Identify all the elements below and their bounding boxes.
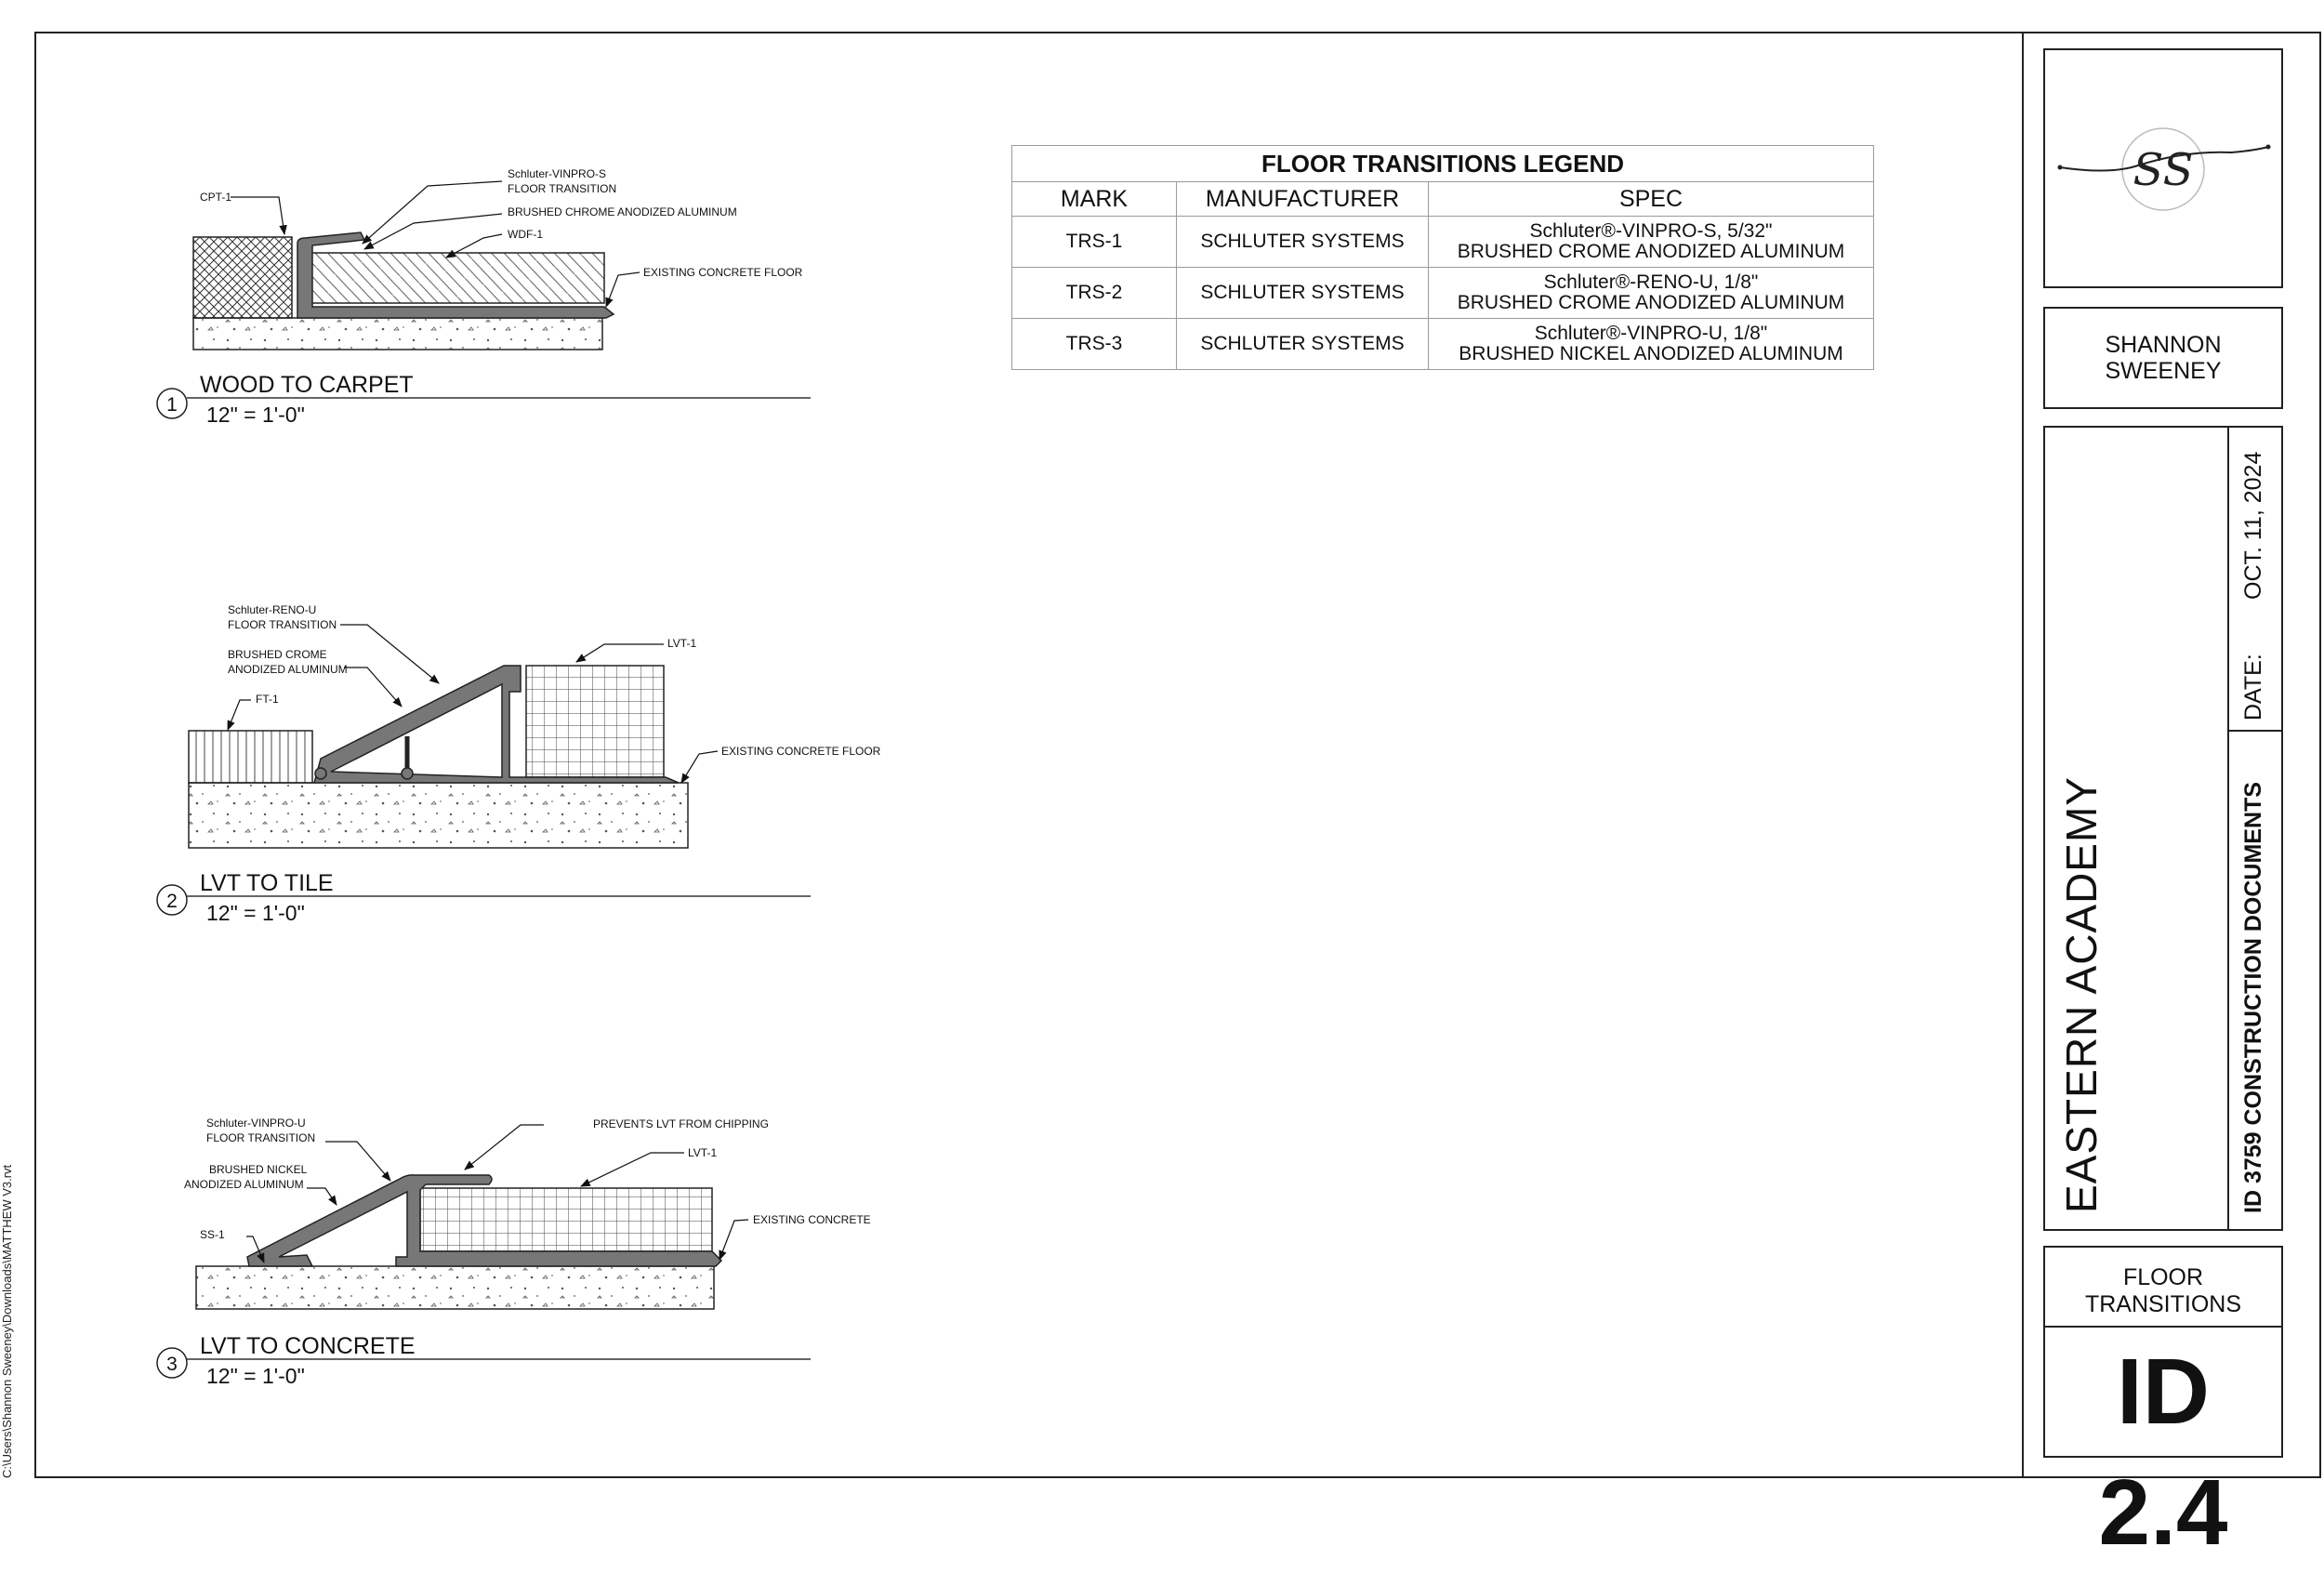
- legend-mark: TRS-2: [1011, 267, 1177, 319]
- note-brushed-crome-line1: BRUSHED CROME: [228, 648, 327, 661]
- title-block-divider: [2022, 32, 2024, 1478]
- note-existing-concrete-1: EXISTING CONCRETE FLOOR: [643, 266, 803, 279]
- detail-2-drawing: [188, 624, 719, 849]
- detail-3-title-block: [156, 1347, 811, 1379]
- detail-3-title: LVT TO CONCRETE: [200, 1333, 416, 1359]
- detail-1-number: 1: [166, 394, 178, 416]
- project-column-divider: [2227, 426, 2229, 1231]
- legend-spec: Schluter®-RENO-U, 1/8"BRUSHED CROME ANOD…: [1428, 267, 1874, 319]
- date-divider: [2227, 730, 2283, 732]
- sheet-title: FLOOR TRANSITIONS: [2043, 1264, 2283, 1318]
- note-vinpro-s-line1: Schluter-VINPRO-S: [508, 167, 606, 180]
- legend-title: FLOOR TRANSITIONS LEGEND: [1011, 145, 1874, 182]
- legend-spec: Schluter®-VINPRO-S, 5/32"BRUSHED CROME A…: [1428, 216, 1874, 268]
- legend-spec-line1: Schluter®-RENO-U, 1/8": [1543, 271, 1759, 293]
- sheet-box: [2043, 1246, 2283, 1458]
- detail-2-scale: 12" = 1'-0": [206, 901, 305, 925]
- note-wdf-1: WDF-1: [508, 228, 543, 241]
- note-brushed-nickel-line2: ANODIZED ALUMINUM: [184, 1178, 304, 1191]
- note-ft-1: FT-1: [256, 693, 279, 706]
- legend-spec-line2: BRUSHED NICKEL ANODIZED ALUMINUM: [1459, 343, 1843, 364]
- legend-mark: TRS-3: [1011, 318, 1177, 370]
- detail-2-number: 2: [166, 891, 178, 912]
- note-cpt-1: CPT-1: [200, 191, 231, 204]
- project-name: EASTERN ACADEMY: [2057, 776, 2106, 1213]
- legend-spec-line2: BRUSHED CROME ANODIZED ALUMINUM: [1457, 292, 1845, 313]
- legend-spec-line2: BRUSHED CROME ANODIZED ALUMINUM: [1457, 241, 1845, 262]
- note-reno-u-line2: FLOOR TRANSITION: [228, 618, 337, 631]
- legend-col-spec: SPEC: [1428, 181, 1874, 217]
- designer-box: SHANNON SWEENEY: [2043, 307, 2283, 409]
- legend-spec: Schluter®-VINPRO-U, 1/8"BRUSHED NICKEL A…: [1428, 318, 1874, 370]
- note-brushed-nickel-line1: BRUSHED NICKEL: [209, 1163, 308, 1176]
- legend-col-manufacturer: MANUFACTURER: [1176, 181, 1429, 217]
- note-existing-concrete-3: EXISTING CONCRETE: [753, 1213, 871, 1226]
- legend-col-mark: MARK: [1011, 181, 1177, 217]
- note-vinpro-u-line2: FLOOR TRANSITION: [206, 1131, 315, 1144]
- legend-spec-line1: Schluter®-VINPRO-S, 5/32": [1529, 220, 1773, 242]
- monogram-text: SS: [2133, 144, 2194, 196]
- detail-2-title: LVT TO TILE: [200, 870, 334, 896]
- monogram-logo-icon: SS: [2057, 127, 2271, 211]
- detail-1-scale: 12" = 1'-0": [206, 403, 305, 427]
- sheet-title-line2: TRANSITIONS: [2084, 1291, 2242, 1317]
- note-existing-concrete-2: EXISTING CONCRETE FLOOR: [721, 745, 881, 758]
- note-lvt-1-a: LVT-1: [667, 637, 696, 650]
- sheet-border: [34, 32, 2321, 1478]
- date-label: DATE:: [2240, 654, 2266, 720]
- legend-spec-line1: Schluter®-VINPRO-U, 1/8": [1534, 323, 1768, 344]
- detail-3-scale: 12" = 1'-0": [206, 1364, 305, 1388]
- detail-3-drawing: [195, 1124, 749, 1310]
- note-brushed-chrome: BRUSHED CHROME ANODIZED ALUMINUM: [508, 205, 737, 218]
- floor-transitions-legend: FLOOR TRANSITIONS LEGEND MARK MANUFACTUR…: [1011, 145, 1874, 370]
- detail-1-drawing: [192, 180, 640, 350]
- detail-1-title: WOOD TO CARPET: [200, 372, 414, 398]
- designer-line1: SHANNON: [2105, 332, 2222, 358]
- detail-1-title-block: [156, 388, 811, 419]
- note-ss-1: SS-1: [200, 1228, 225, 1241]
- sheet-number: ID 2.4: [2098, 1340, 2228, 1565]
- legend-manufacturer: SCHLUTER SYSTEMS: [1176, 267, 1429, 319]
- legend-mark: TRS-1: [1011, 216, 1177, 268]
- legend-manufacturer: SCHLUTER SYSTEMS: [1176, 318, 1429, 370]
- project-box: [2043, 426, 2283, 1231]
- sheet-divider: [2043, 1326, 2283, 1328]
- note-lvt-1-b: LVT-1: [688, 1146, 717, 1159]
- legend-row: TRS-2 SCHLUTER SYSTEMS Schluter®-RENO-U,…: [1011, 267, 1874, 319]
- note-brushed-crome-line2: ANODIZED ALUMINUM: [228, 663, 348, 676]
- legend-row: TRS-1 SCHLUTER SYSTEMS Schluter®-VINPRO-…: [1011, 216, 1874, 268]
- date-value: OCT. 11, 2024: [2240, 451, 2266, 600]
- designer-line2: SWEENEY: [2105, 358, 2222, 384]
- logo-box: SS: [2043, 48, 2283, 288]
- note-prevents-chipping: PREVENTS LVT FROM CHIPPING: [593, 1117, 769, 1130]
- project-subtitle: ID 3759 CONSTRUCTION DOCUMENTS: [2240, 782, 2266, 1213]
- note-vinpro-s-line2: FLOOR TRANSITION: [508, 182, 616, 195]
- sheet-title-line1: FLOOR: [2122, 1264, 2204, 1290]
- note-vinpro-u-line1: Schluter-VINPRO-U: [206, 1117, 306, 1130]
- detail-3-number: 3: [166, 1354, 178, 1375]
- legend-row: TRS-3 SCHLUTER SYSTEMS Schluter®-VINPRO-…: [1011, 318, 1874, 370]
- detail-2-title-block: [156, 884, 811, 916]
- detail-drawings: CPT-1 Schluter-VINPRO-S FLOOR TRANSITION…: [156, 167, 881, 1388]
- legend-manufacturer: SCHLUTER SYSTEMS: [1176, 216, 1429, 268]
- note-reno-u-line1: Schluter-RENO-U: [228, 603, 316, 616]
